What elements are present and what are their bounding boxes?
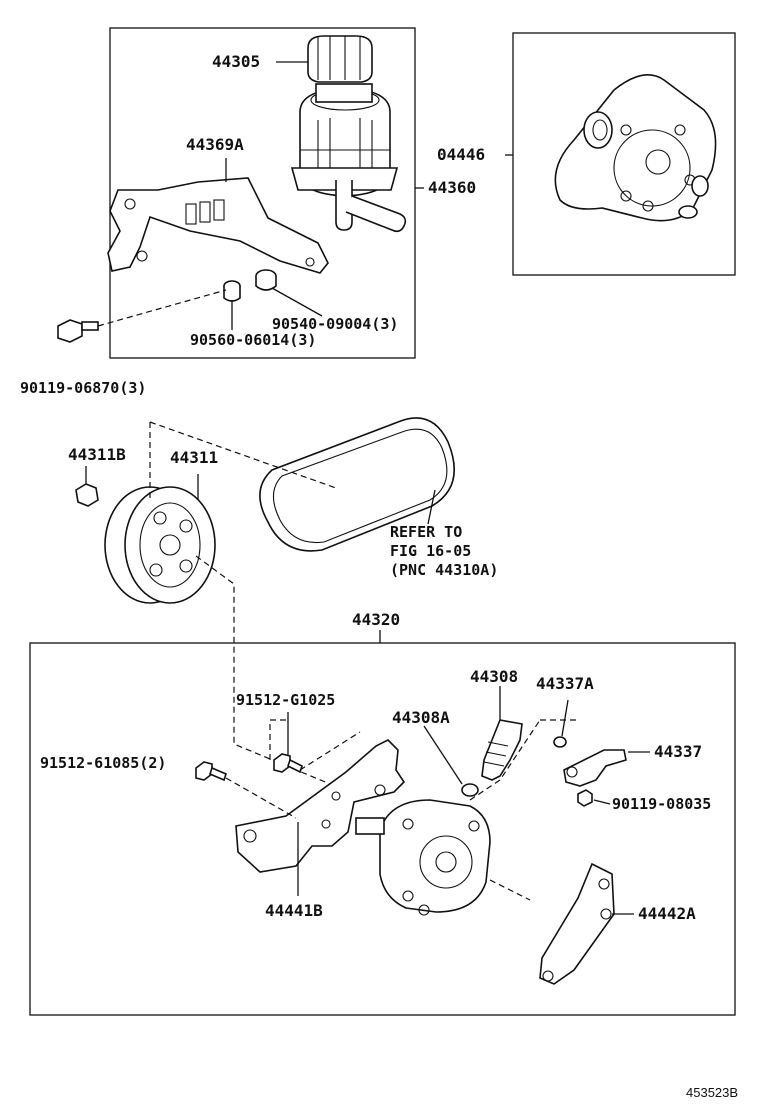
label-44320: 44320 — [352, 610, 400, 629]
o-ring-44337A[interactable] — [553, 736, 567, 748]
grommet-part[interactable] — [255, 269, 277, 291]
pump-bracket-rear[interactable] — [539, 862, 615, 985]
reservoir-group-box — [109, 27, 424, 359]
pump-cover-gasket[interactable] — [554, 74, 717, 222]
bolt-91512-g1025[interactable] — [273, 753, 303, 774]
refer-note-line-3: (PNC 44310A) — [390, 561, 498, 579]
reservoir-cap[interactable] — [307, 35, 373, 83]
pump-pulley[interactable] — [104, 486, 216, 604]
label-44369A: 44369A — [186, 135, 244, 154]
o-ring-44308A[interactable] — [461, 783, 479, 797]
bolt-91512-61085[interactable] — [195, 761, 227, 782]
label-44308: 44308 — [470, 667, 518, 686]
label-91512-61085: 91512-61085(2) — [40, 754, 166, 772]
refer-note-line-1: REFER TO — [390, 523, 462, 541]
pulley-nut[interactable] — [75, 483, 99, 507]
label-90560-06014: 90560-06014(3) — [190, 331, 316, 349]
label-91512-G1025: 91512-G1025 — [236, 691, 335, 709]
label-44305: 44305 — [212, 52, 260, 71]
refer-note-line-2: FIG 16-05 — [390, 542, 471, 560]
collar-part[interactable] — [223, 280, 241, 302]
figure-id: 453523B — [686, 1085, 738, 1100]
label-44311: 44311 — [170, 448, 218, 467]
label-44337A: 44337A — [536, 674, 594, 693]
label-04446: 04446 — [437, 145, 485, 164]
label-44308A: 44308A — [392, 708, 450, 727]
o-ring-small[interactable] — [678, 175, 709, 219]
reservoir-bracket[interactable] — [107, 177, 329, 274]
label-90119-08035: 90119-08035 — [612, 795, 711, 813]
label-44337: 44337 — [654, 742, 702, 761]
label-44311B: 44311B — [68, 445, 126, 464]
reservoir-tank[interactable] — [290, 83, 407, 233]
label-44442A: 44442A — [638, 904, 696, 923]
label-44441B: 44441B — [265, 901, 323, 920]
bolt-90119-06870[interactable] — [57, 319, 99, 343]
label-44360: 44360 — [428, 178, 476, 197]
flow-control-valve[interactable] — [481, 719, 523, 781]
oil-seal[interactable] — [583, 111, 613, 149]
union-fitting[interactable] — [563, 749, 627, 787]
pump-bracket-front[interactable] — [235, 739, 406, 873]
label-90540-09004: 90540-09004(3) — [272, 315, 398, 333]
pump-assembly-box — [29, 630, 736, 1016]
power-steering-pump[interactable] — [355, 799, 491, 916]
bolt-90119-08035[interactable] — [577, 789, 593, 807]
label-90119-06870: 90119-06870(3) — [20, 379, 146, 397]
repair-kit-box — [505, 32, 736, 276]
